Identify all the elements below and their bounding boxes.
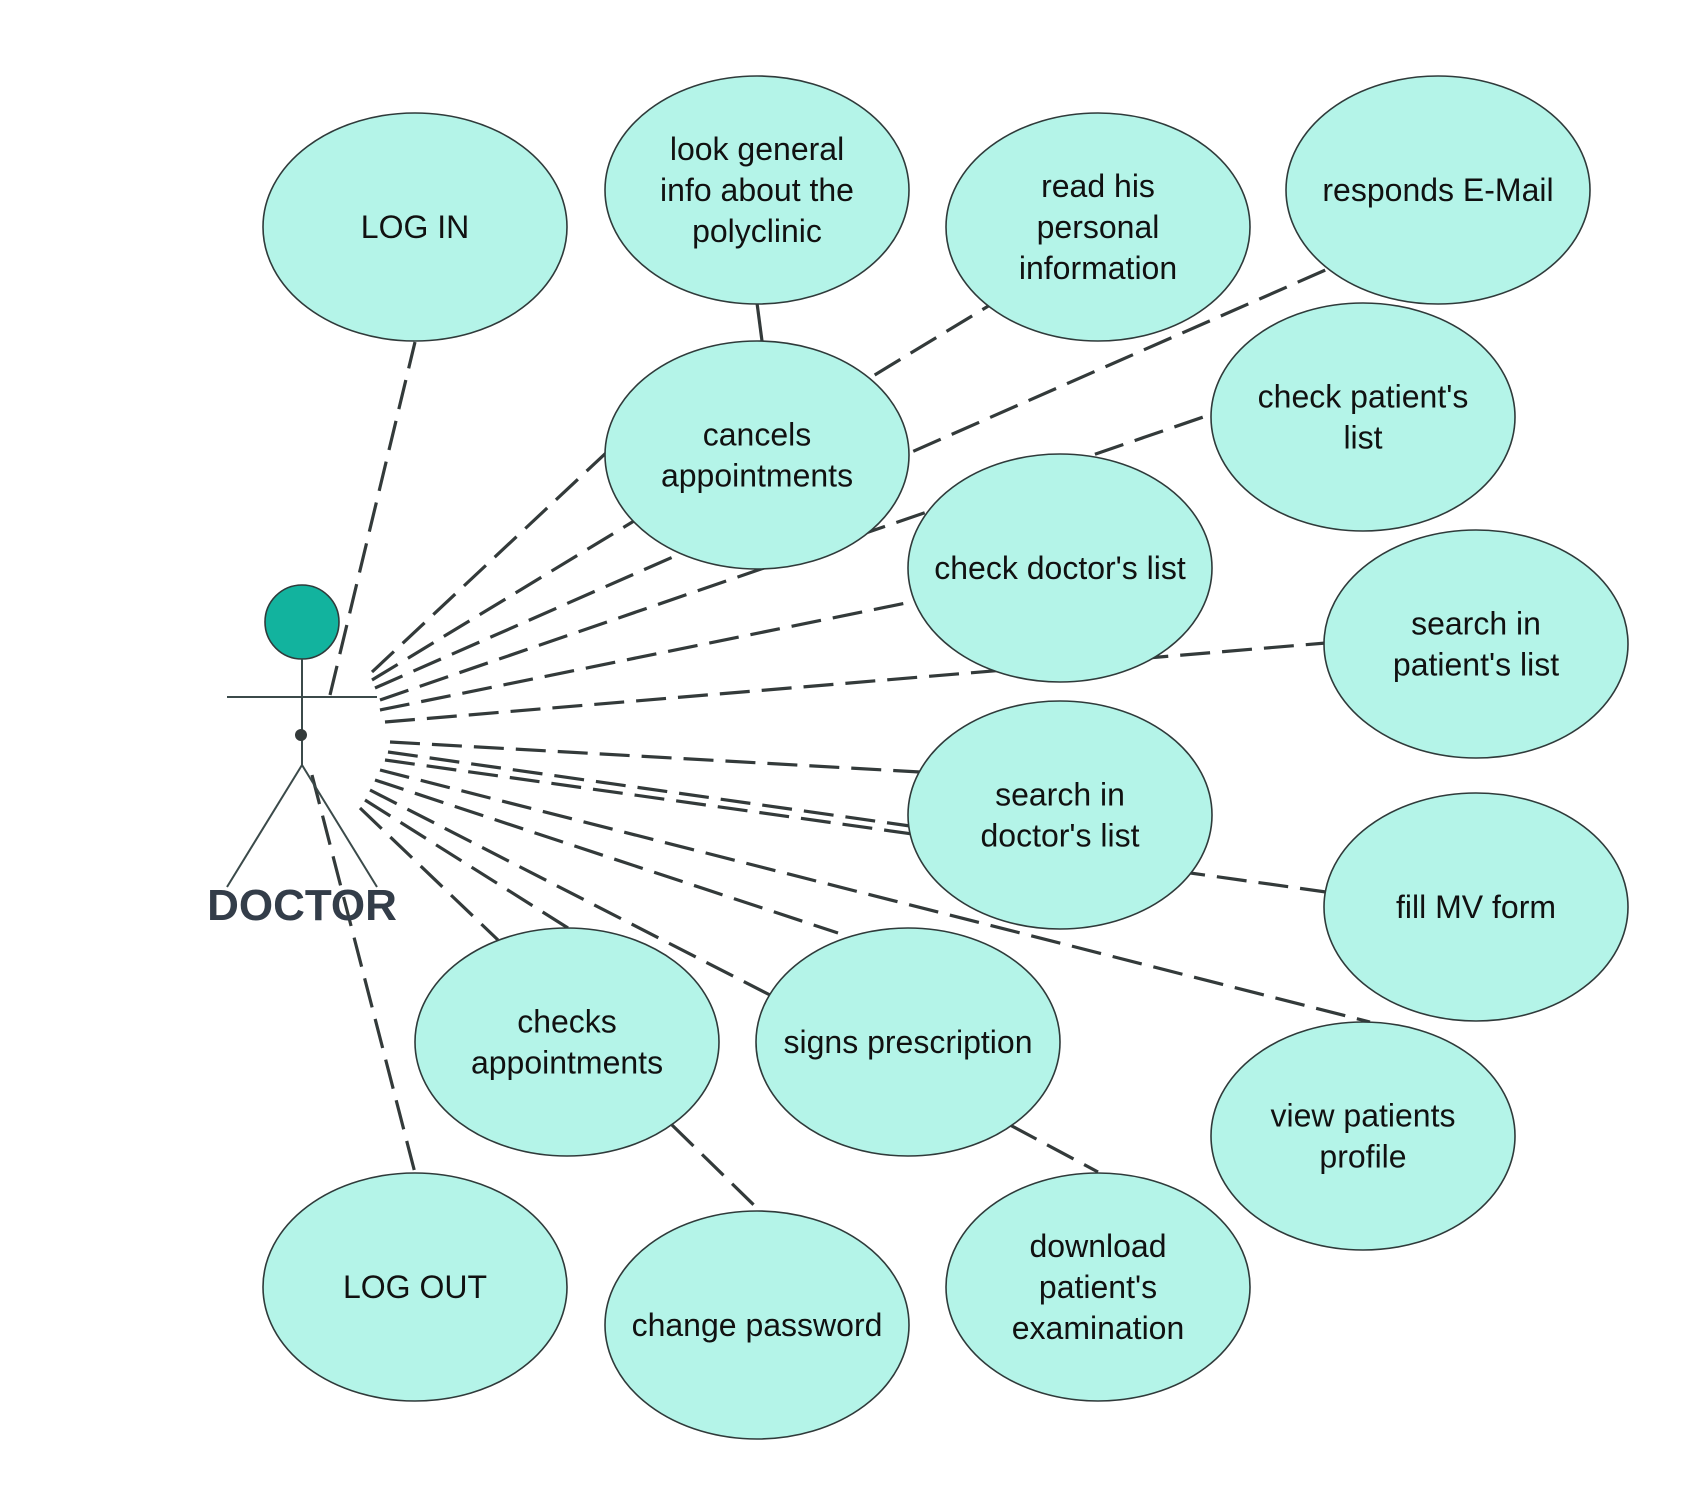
usecase-label-line: profile — [1319, 1139, 1406, 1175]
connectors — [310, 266, 1371, 1213]
usecase-ellipse — [604, 340, 910, 570]
usecase-ellipse — [414, 927, 720, 1157]
association-fill-mv-form — [384, 758, 1327, 894]
usecase-label-line: check patient's — [1258, 379, 1469, 415]
usecase-label-line: information — [1019, 250, 1177, 286]
usecase-label-line: examination — [1012, 1310, 1185, 1346]
association-search-patients-list — [384, 641, 1327, 724]
usecase-label-line: look general — [670, 131, 844, 167]
usecase-label-line: search in — [1411, 606, 1541, 642]
usecase-label-line: LOG OUT — [343, 1269, 487, 1305]
usecase-label-line: responds E-Mail — [1322, 172, 1553, 208]
doctor-actor: DOCTOR — [207, 584, 397, 930]
usecase-log-in: LOG IN — [262, 112, 568, 342]
usecase-label-line: fill MV form — [1396, 889, 1556, 925]
usecase-view-patients-profile: view patients profile — [1210, 1021, 1516, 1251]
usecase-log-out: LOG OUT — [262, 1172, 568, 1402]
usecase-checks-appointments: checks appointments — [414, 927, 720, 1157]
association-signs-prescription — [369, 788, 771, 997]
association-search-doctors-list — [387, 750, 911, 828]
association-log-out — [310, 774, 417, 1174]
usecase-ellipse — [755, 927, 1061, 1157]
usecase-search-patients-list: search in patient's list — [1323, 529, 1629, 759]
usecase-look-general-info: look general info about the polyclinic — [604, 75, 910, 305]
association-log-in — [328, 341, 417, 696]
usecase-ellipse — [945, 112, 1251, 342]
association-signs-prescription — [374, 778, 839, 935]
usecase-label-line: patient's list — [1393, 647, 1559, 683]
usecase-ellipse — [604, 1210, 910, 1440]
usecase-ellipse — [262, 1172, 568, 1402]
link-signs-prescription-to-download-examination — [1009, 1123, 1099, 1174]
usecase-ellipse — [945, 1172, 1251, 1402]
usecase-check-doctors-list: check doctor's list — [907, 453, 1213, 683]
usecase-ellipse — [907, 700, 1213, 930]
usecase-ellipse — [1210, 302, 1516, 532]
usecase-search-doctors-list: search in doctor's list — [907, 700, 1213, 930]
usecase-ellipse — [1323, 529, 1629, 759]
usecase-ellipse — [262, 112, 568, 342]
usecase-label-line: checks — [517, 1004, 617, 1040]
usecase-label-line: info about the — [660, 172, 854, 208]
usecase-label-line: check doctor's list — [934, 550, 1186, 586]
actor-hub — [295, 729, 307, 741]
usecase-cancels-appointments: cancels appointments — [604, 340, 910, 570]
link-look-general-info-to-cancels-appointments — [755, 302, 764, 342]
usecase-label-line: appointments — [471, 1045, 663, 1081]
actor-left-leg — [226, 764, 303, 888]
usecase-label-line: polyclinic — [692, 213, 822, 249]
usecase-label-line: LOG IN — [361, 209, 469, 245]
usecase-label-line: change password — [632, 1307, 883, 1343]
association-view-patients-profile — [379, 768, 1371, 1024]
link-checks-appointments-to-change-password — [670, 1123, 762, 1213]
usecase-responds-email: responds E-Mail — [1285, 75, 1591, 305]
usecase-label-line: personal — [1037, 209, 1160, 245]
association-cancels-appointments — [370, 450, 609, 674]
usecase-ellipse — [1285, 75, 1591, 305]
usecase-fill-mv-form: fill MV form — [1323, 792, 1629, 1022]
usecase-ellipse — [907, 453, 1213, 683]
usecase-download-examination: download patient's examination — [945, 1172, 1251, 1402]
usecase-signs-prescription: signs prescription — [755, 927, 1061, 1157]
usecase-label-line: signs prescription — [784, 1024, 1033, 1060]
usecase-check-patients-list: check patient's list — [1210, 302, 1516, 532]
usecase-label-line: patient's — [1039, 1269, 1157, 1305]
use-cases: LOG IN look general info about the polyclin… — [262, 75, 1629, 1440]
actor-right-leg — [301, 764, 378, 888]
usecase-label-line: read his — [1041, 168, 1155, 204]
usecase-ellipse — [1210, 1021, 1516, 1251]
usecase-ellipse — [1323, 792, 1629, 1022]
usecase-label-line: list — [1343, 420, 1382, 456]
usecase-label-line: appointments — [661, 458, 853, 494]
usecase-read-personal-info: read his personal information — [945, 112, 1251, 342]
usecase-label-line: doctor's list — [980, 818, 1139, 854]
usecase-ellipse — [604, 75, 910, 305]
association-check-doctors-list — [379, 599, 917, 712]
usecase-label-line: view patients — [1271, 1098, 1456, 1134]
association-checks-appointments — [358, 806, 500, 942]
usecase-change-password: change password — [604, 1210, 910, 1440]
actor-label: DOCTOR — [207, 881, 397, 930]
usecase-label-line: download — [1030, 1228, 1167, 1264]
actor-head — [264, 584, 340, 660]
usecase-label-line: search in — [995, 777, 1125, 813]
association-search-doctors-list — [389, 740, 921, 774]
usecase-label-line: cancels — [703, 417, 812, 453]
